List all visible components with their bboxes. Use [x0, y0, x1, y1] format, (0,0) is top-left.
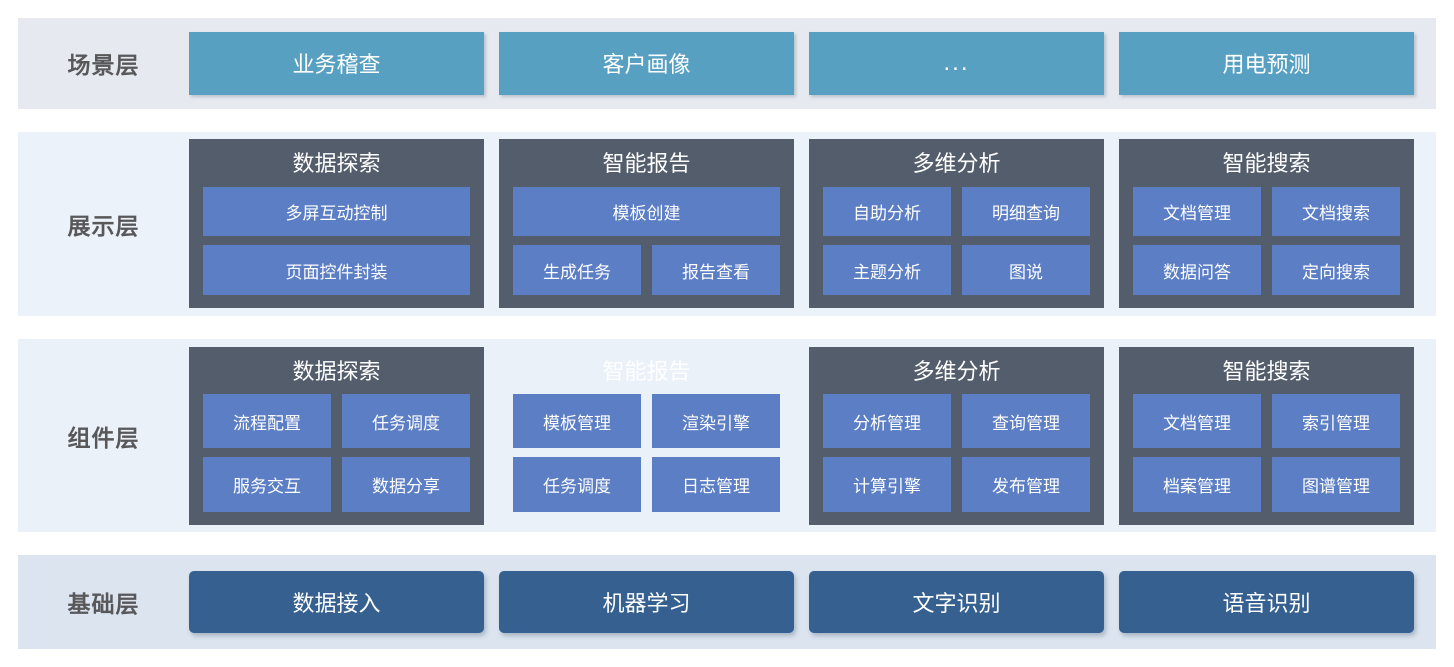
chip-topic-analysis[interactable]: 主题分析	[823, 245, 951, 296]
chip-page-widget-encapsulation[interactable]: 页面控件封装	[203, 245, 470, 296]
chip-archive-management[interactable]: 档案管理	[1133, 457, 1261, 512]
module-title: 数据探索	[292, 358, 381, 384]
module-chip-row: 生成任务 报告查看	[513, 245, 780, 296]
chip-index-management[interactable]: 索引管理	[1272, 394, 1400, 449]
layer-row-scene: 场景层 业务稽查 客户画像 ... 用电预测	[18, 18, 1436, 109]
scene-card-more-ellipsis[interactable]: ...	[809, 31, 1104, 95]
module-chip-grid: 文档管理 索引管理 档案管理 图谱管理	[1133, 394, 1400, 512]
layer-row-base: 基础层 数据接入 机器学习 文字识别 语音识别	[18, 555, 1436, 649]
chip-template-management[interactable]: 模板管理	[513, 394, 641, 449]
chip-report-view[interactable]: 报告查看	[652, 245, 780, 296]
chip-document-management[interactable]: 文档管理	[1133, 186, 1261, 237]
module-chip-grid: 自助分析 明细查询 主题分析 图说	[823, 186, 1090, 296]
module-title: 智能报告	[602, 151, 691, 177]
layer-row-component: 组件层 数据探索 流程配置 任务调度 服务交互 数据分享 智能报告	[18, 338, 1436, 533]
module-chip-grid: 模板管理 渲染引擎 任务调度 日志管理	[513, 394, 780, 512]
layer-label-display: 展示层	[67, 212, 140, 239]
module-chip-row: 页面控件封装	[203, 245, 470, 296]
base-card-machine-learning[interactable]: 机器学习	[499, 571, 794, 634]
chip-task-scheduling[interactable]: 任务调度	[513, 457, 641, 512]
scene-card-power-forecast[interactable]: 用电预测	[1119, 31, 1414, 95]
chip-generate-task[interactable]: 生成任务	[513, 245, 641, 296]
component-module-intelligent-report[interactable]: 智能报告 模板管理 渲染引擎 任务调度 日志管理	[499, 347, 794, 525]
layer-label-scene: 场景层	[67, 52, 140, 79]
chip-analysis-management[interactable]: 分析管理	[823, 394, 951, 449]
chip-compute-engine[interactable]: 计算引擎	[823, 457, 951, 512]
module-chip-row: 文档管理 文档搜索	[1133, 186, 1400, 237]
layer-label-component: 组件层	[67, 424, 140, 451]
component-module-list: 数据探索 流程配置 任务调度 服务交互 数据分享 智能报告 模板管理	[189, 339, 1436, 533]
module-chip-grid: 流程配置 任务调度 服务交互 数据分享	[203, 394, 470, 512]
module-chip-row: 任务调度 日志管理	[513, 457, 780, 512]
layer-label-base: 基础层	[67, 591, 140, 618]
module-chip-grid: 分析管理 查询管理 计算引擎 发布管理	[823, 394, 1090, 512]
chip-template-creation[interactable]: 模板创建	[513, 186, 780, 237]
module-chip-row: 计算引擎 发布管理	[823, 457, 1090, 512]
module-title: 智能搜索	[1222, 151, 1311, 177]
chip-data-sharing[interactable]: 数据分享	[342, 457, 470, 512]
module-chip-grid: 多屏互动控制 页面控件封装	[203, 186, 470, 296]
module-title: 智能报告	[602, 358, 691, 384]
layer-row-display: 展示层 数据探索 多屏互动控制 页面控件封装 智能报告 模板创建	[18, 131, 1436, 316]
module-chip-row: 数据问答 定向搜索	[1133, 245, 1400, 296]
display-module-intelligent-search[interactable]: 智能搜索 文档管理 文档搜索 数据问答 定向搜索	[1119, 139, 1414, 309]
module-title: 多维分析	[912, 151, 1001, 177]
scene-card-list: 业务稽查 客户画像 ... 用电预测	[189, 18, 1436, 109]
module-chip-row: 流程配置 任务调度	[203, 394, 470, 449]
display-module-list: 数据探索 多屏互动控制 页面控件封装 智能报告 模板创建	[189, 132, 1436, 316]
component-module-multidim-analysis[interactable]: 多维分析 分析管理 查询管理 计算引擎 发布管理	[809, 346, 1104, 525]
chip-query-management[interactable]: 查询管理	[962, 394, 1090, 449]
base-card-list: 数据接入 机器学习 文字识别 语音识别	[189, 555, 1436, 649]
module-chip-row: 主题分析 图说	[823, 245, 1090, 296]
chip-render-engine[interactable]: 渲染引擎	[652, 394, 780, 449]
chip-detail-query[interactable]: 明细查询	[962, 186, 1090, 237]
chip-service-interaction[interactable]: 服务交互	[203, 457, 331, 512]
module-chip-row: 模板创建	[513, 186, 780, 237]
chip-document-search[interactable]: 文档搜索	[1272, 186, 1400, 237]
module-title: 多维分析	[912, 358, 1001, 384]
module-chip-row: 服务交互 数据分享	[203, 457, 470, 512]
module-chip-grid: 文档管理 文档搜索 数据问答 定向搜索	[1133, 186, 1400, 296]
display-module-multidim-analysis[interactable]: 多维分析 自助分析 明细查询 主题分析 图说	[809, 139, 1104, 309]
module-chip-row: 多屏互动控制	[203, 186, 470, 237]
chip-self-service-analysis[interactable]: 自助分析	[823, 186, 951, 237]
chip-task-scheduling[interactable]: 任务调度	[342, 394, 470, 449]
chip-targeted-search[interactable]: 定向搜索	[1272, 245, 1400, 296]
chip-data-qa[interactable]: 数据问答	[1133, 245, 1261, 296]
module-chip-row: 模板管理 渲染引擎	[513, 394, 780, 449]
module-title: 智能搜索	[1222, 358, 1311, 384]
component-module-intelligent-search[interactable]: 智能搜索 文档管理 索引管理 档案管理 图谱管理	[1119, 346, 1414, 525]
module-chip-row: 文档管理 索引管理	[1133, 394, 1400, 449]
chip-publish-management[interactable]: 发布管理	[962, 457, 1090, 512]
base-card-text-recognition[interactable]: 文字识别	[809, 571, 1104, 634]
module-chip-row: 档案管理 图谱管理	[1133, 457, 1400, 512]
chip-knowledge-graph-management[interactable]: 图谱管理	[1272, 457, 1400, 512]
module-title: 数据探索	[292, 151, 381, 177]
display-module-data-exploration[interactable]: 数据探索 多屏互动控制 页面控件封装	[189, 139, 484, 309]
chip-process-configuration[interactable]: 流程配置	[203, 394, 331, 449]
scene-card-business-audit[interactable]: 业务稽查	[189, 31, 484, 95]
base-card-speech-recognition[interactable]: 语音识别	[1119, 571, 1414, 634]
base-card-data-ingestion[interactable]: 数据接入	[189, 571, 484, 634]
chip-multiscreen-control[interactable]: 多屏互动控制	[203, 186, 470, 237]
module-chip-row: 自助分析 明细查询	[823, 186, 1090, 237]
module-chip-row: 分析管理 查询管理	[823, 394, 1090, 449]
chip-log-management[interactable]: 日志管理	[652, 457, 780, 512]
component-module-data-exploration[interactable]: 数据探索 流程配置 任务调度 服务交互 数据分享	[189, 346, 484, 525]
chip-chart-narrative[interactable]: 图说	[962, 245, 1090, 296]
scene-card-customer-profile[interactable]: 客户画像	[499, 31, 794, 95]
module-chip-grid: 模板创建 生成任务 报告查看	[513, 186, 780, 296]
chip-document-management[interactable]: 文档管理	[1133, 394, 1261, 449]
display-module-intelligent-report[interactable]: 智能报告 模板创建 生成任务 报告查看	[499, 139, 794, 309]
